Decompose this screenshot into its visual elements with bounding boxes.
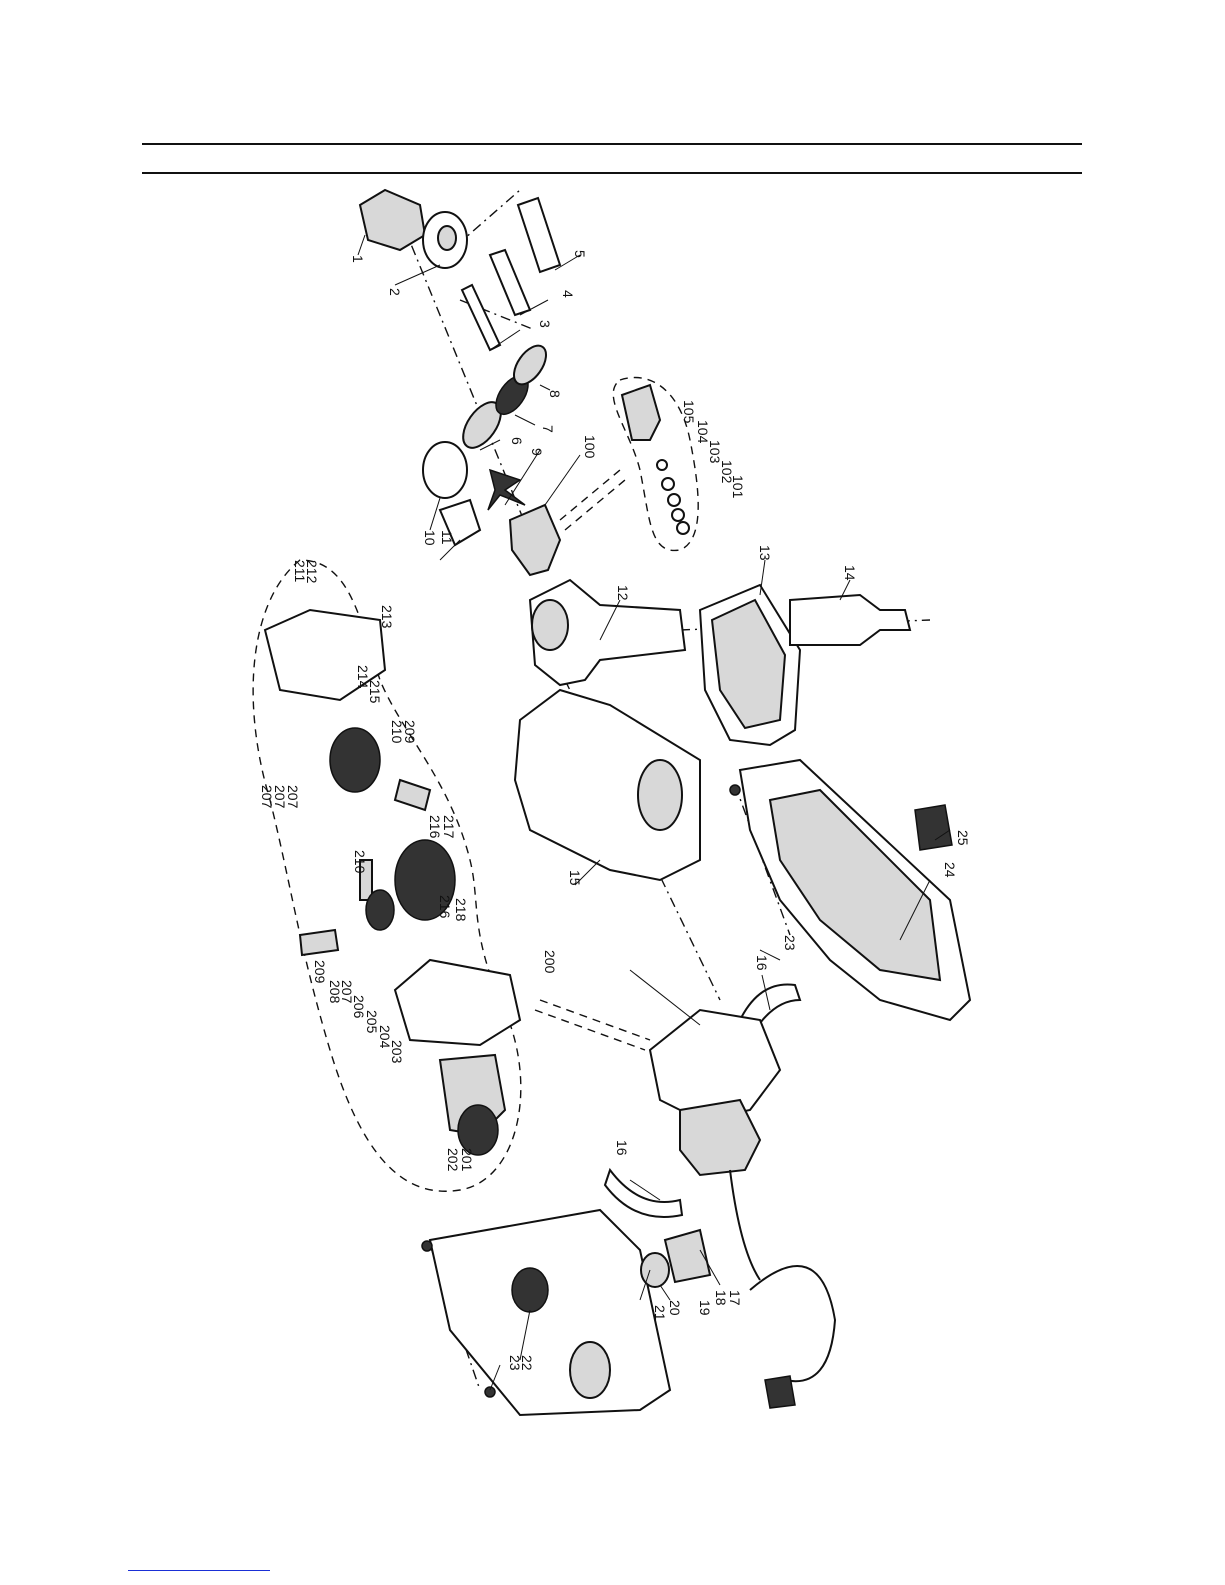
part-label: 11: [439, 530, 455, 545]
part-label: 215: [367, 680, 383, 704]
button-part: [641, 1253, 669, 1287]
part-label: 213: [379, 605, 395, 629]
part-label: 200: [542, 950, 558, 974]
part-label: 104: [695, 420, 711, 444]
adaptor-ring-hole: [438, 226, 456, 250]
part-label: 18: [713, 1290, 729, 1306]
front-cover-opening: [638, 760, 682, 830]
board-25-part: [915, 805, 952, 850]
part-label: 23: [507, 1355, 523, 1371]
ring-102-part: [672, 509, 684, 521]
screw-23-left-part: [422, 1241, 432, 1251]
part-label: 21: [652, 1305, 668, 1321]
part-label: 12: [615, 585, 631, 601]
plug-part: [765, 1376, 795, 1408]
part-label: 208: [327, 980, 343, 1004]
part-label: 218: [453, 898, 469, 922]
coupler-209-upper-part: [395, 780, 430, 810]
part-label: 4: [560, 290, 576, 298]
part-label: 5: [572, 250, 588, 258]
part-label: 2: [387, 288, 403, 296]
ring-105-part: [657, 460, 667, 470]
footer-link-underline: [128, 1570, 270, 1571]
power-cord-part: [730, 1170, 835, 1381]
part-label: 207: [285, 785, 301, 809]
cutter-blade-part: [488, 470, 525, 510]
part-label: 210: [352, 850, 368, 874]
ring-103-part: [668, 494, 680, 506]
link-line-200: [535, 1000, 650, 1050]
part-label: 202: [445, 1148, 461, 1172]
kubbe-ring-part: [423, 442, 467, 498]
part-label: 210: [389, 720, 405, 744]
link-line-100: [560, 470, 625, 530]
part-label: 103: [707, 440, 723, 464]
part-label: 19: [697, 1300, 713, 1316]
auger-part: [510, 505, 560, 575]
part-label: 24: [942, 862, 958, 878]
clip-16-lower-part: [605, 1170, 682, 1217]
part-label: 105: [681, 400, 697, 424]
part-label: 216: [437, 895, 453, 919]
part-label: 3: [537, 320, 553, 328]
part-label: 25: [955, 830, 971, 846]
part-label: 9: [529, 448, 545, 456]
part-label: 6: [509, 437, 525, 445]
part-label: 217: [441, 815, 457, 839]
part-label: 16: [754, 955, 770, 971]
part-label: 10: [422, 530, 438, 546]
auger-spare-part: [622, 385, 660, 440]
knob-part: [512, 1268, 548, 1312]
sausage-tube-3-part: [462, 285, 500, 350]
ring-101-part: [677, 522, 689, 534]
part-label: 20: [667, 1300, 683, 1316]
pusher-part: [790, 595, 910, 645]
mincer-head-throat: [532, 600, 568, 650]
part-label: 209: [312, 960, 328, 984]
coupler-209-lower-part: [300, 930, 338, 955]
gear-housing-203-part: [395, 960, 520, 1045]
part-label: 8: [547, 390, 563, 398]
part-label: 13: [757, 545, 773, 561]
gear-215-part: [330, 728, 380, 792]
part-label: 216: [427, 815, 443, 839]
sausage-tube-4-part: [490, 250, 530, 315]
sausage-tube-5-part: [518, 198, 560, 272]
part-label: 102: [719, 460, 735, 484]
part-label: 14: [842, 565, 858, 581]
screw-23-base-part: [730, 785, 740, 795]
ring-nut-part: [360, 190, 425, 250]
housing-window: [570, 1342, 610, 1398]
screw-23-bottom-part: [485, 1387, 495, 1397]
part-label: 1: [350, 255, 366, 263]
part-label: 7: [540, 425, 556, 433]
part-label: 212: [304, 560, 320, 584]
part-label: 23: [782, 935, 798, 951]
part-label: 15: [567, 870, 583, 886]
ring-104-part: [662, 478, 674, 490]
part-label: 16: [614, 1140, 630, 1156]
housing-part: [430, 1210, 670, 1415]
part-label: 100: [582, 435, 598, 459]
gear-208-part: [366, 890, 394, 930]
